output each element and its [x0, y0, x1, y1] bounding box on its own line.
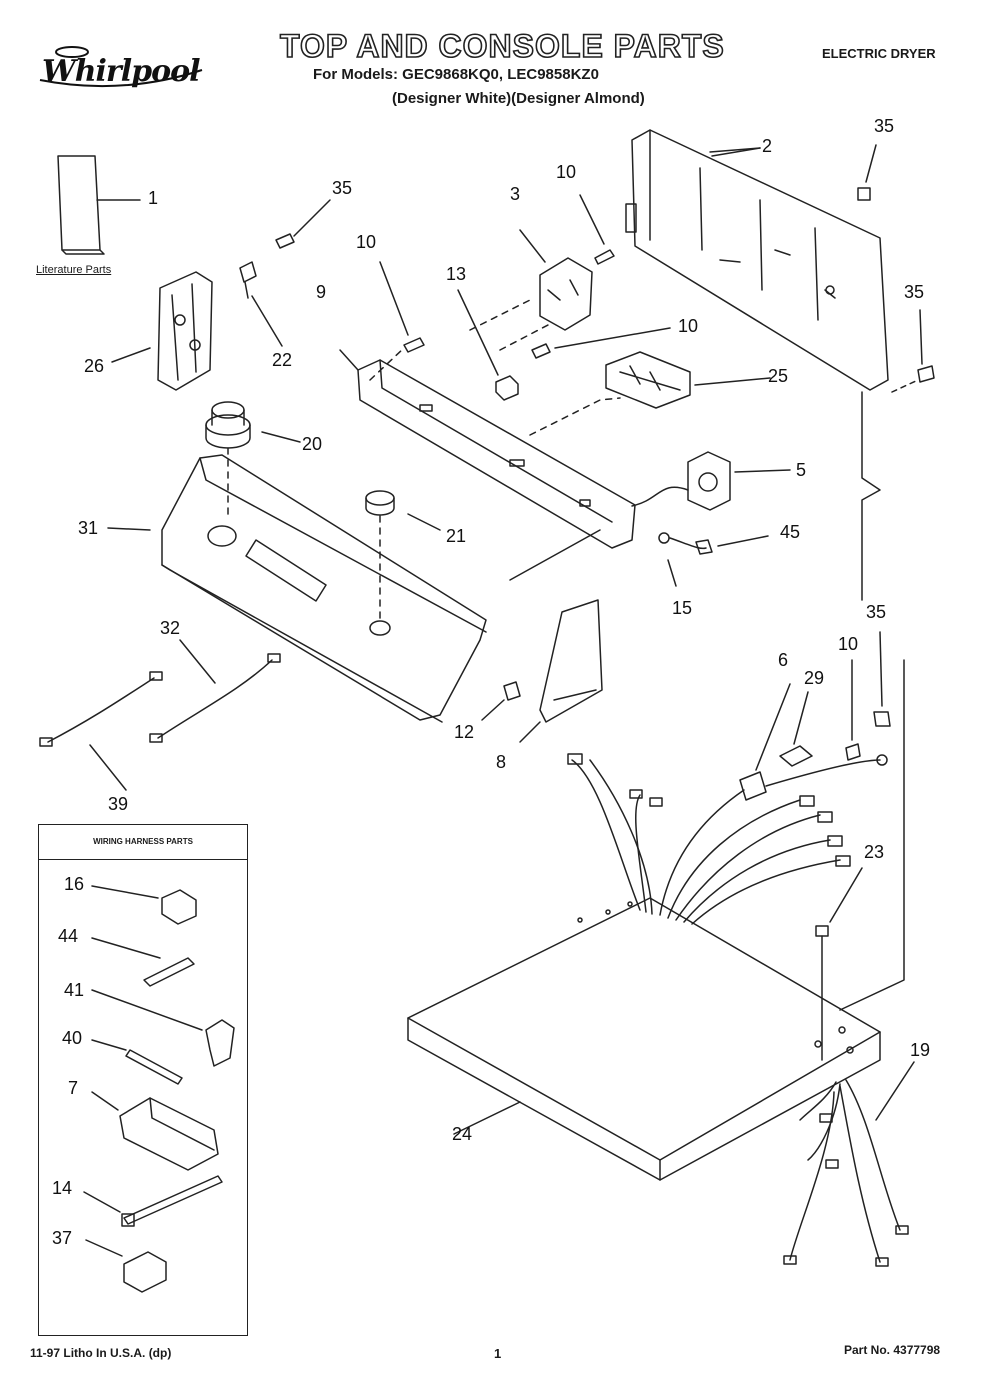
- part-26-end-bracket: [111, 271, 213, 391]
- harness-item-40-terminal: [91, 1039, 183, 1085]
- callout-22: 22: [272, 350, 293, 370]
- part-32-39-jumper-wires: [39, 639, 281, 791]
- footer-part-number: Part No. 4377798: [844, 1343, 941, 1357]
- part-19-lower-harness: [783, 1061, 915, 1267]
- screw-10-c: [531, 327, 671, 359]
- logo-swoosh-icon: [39, 46, 203, 88]
- footer-print-info: 11-97 Litho In U.S.A. (dp): [30, 1346, 172, 1360]
- harness-item-16-connector: [91, 885, 197, 925]
- screw-35-top-left: [275, 199, 331, 249]
- callout-29: 29: [804, 668, 825, 688]
- callout-40: 40: [62, 1028, 83, 1048]
- callout-5: 5: [796, 460, 807, 480]
- part-3-switch: [469, 229, 593, 351]
- callout-25: 25: [768, 366, 789, 386]
- callout-16: 16: [64, 874, 85, 894]
- harness-item-37-connector: [85, 1239, 167, 1293]
- part-20-control-knob: [205, 401, 301, 521]
- harness-item-44-connector: [91, 937, 195, 987]
- part-12-screw: [481, 681, 521, 721]
- callout-13: 13: [446, 264, 467, 284]
- callout-19: 19: [910, 1040, 931, 1060]
- callout-26: 26: [84, 356, 105, 376]
- callout-15: 15: [672, 598, 693, 618]
- part-21-small-knob: [365, 490, 441, 621]
- callout-9: 9: [316, 282, 327, 302]
- wiring-harness-box-title: WIRING HARNESS PARTS: [39, 825, 247, 860]
- callout-37: 37: [52, 1228, 73, 1248]
- part-13-push-to-start-button: [457, 289, 519, 401]
- callout-21: 21: [446, 526, 467, 546]
- callout-6: 6: [778, 650, 789, 670]
- document-type: ELECTRIC DRYER: [822, 46, 936, 61]
- callout-35-c: 35: [904, 282, 925, 302]
- callout-35-b: 35: [874, 116, 895, 136]
- callout-23: 23: [864, 842, 885, 862]
- part-22-screw: [239, 261, 283, 347]
- screw-35-right: [891, 309, 935, 393]
- callout-1: 1: [148, 188, 159, 208]
- part-6-wire-harness: [567, 659, 888, 925]
- callout-44: 44: [58, 926, 79, 946]
- brand-logo: Whirlpool: [32, 40, 207, 102]
- assembly-guide-line: [839, 391, 905, 1011]
- part-24-top-panel: [407, 897, 881, 1181]
- footer-page-number: 1: [494, 1346, 502, 1361]
- screw-10-b: [579, 194, 615, 265]
- callout-32: 32: [160, 618, 181, 638]
- callout-10-a: 10: [356, 232, 377, 252]
- callout-31: 31: [78, 518, 99, 538]
- page-title: TOP AND CONSOLE PARTS: [279, 27, 725, 65]
- brand-name: Whirlpool: [42, 54, 200, 89]
- models-line: For Models: GEC9868KQ0, LEC9858KZ0: [313, 66, 599, 83]
- callout-35-a: 35: [332, 178, 353, 198]
- colors-line: (Designer White)(Designer Almond): [392, 90, 645, 107]
- literature-parts-label: Literature Parts: [36, 264, 112, 276]
- callout-45: 45: [780, 522, 801, 542]
- screw-35-top-right: [857, 144, 877, 201]
- callout-35-d: 35: [866, 602, 887, 622]
- callout-20: 20: [302, 434, 323, 454]
- callout-3: 3: [510, 184, 521, 204]
- wiring-harness-parts-box: WIRING HARNESS PARTS: [38, 824, 248, 1336]
- part-2-console-back-panel: [625, 129, 889, 391]
- callout-12: 12: [454, 722, 475, 742]
- callout-2: 2: [762, 136, 773, 156]
- part-31-console-panel: [107, 454, 487, 723]
- part-9-console-bracket: [339, 349, 636, 581]
- part-25-switch-board: [529, 351, 771, 436]
- harness-item-14-wire-tie: [83, 1175, 223, 1227]
- harness-item-7-block: [91, 1091, 219, 1171]
- harness-item-41-connector: [91, 989, 235, 1067]
- part-1-literature-booklet: [57, 155, 141, 255]
- callout-14: 14: [52, 1178, 73, 1198]
- part-8-end-cap: [519, 599, 603, 743]
- part-45-wire-clip: [695, 535, 769, 555]
- callout-10-b: 10: [556, 162, 577, 182]
- callout-10-c: 10: [678, 316, 699, 336]
- callout-24: 24: [452, 1124, 473, 1144]
- screw-35-lower: [873, 631, 891, 727]
- part-5-selector: [631, 451, 791, 511]
- callout-10-d: 10: [838, 634, 859, 654]
- callout-8: 8: [496, 752, 507, 772]
- callout-39: 39: [108, 794, 129, 814]
- part-15-terminal: [658, 532, 707, 587]
- screw-10-a: [369, 261, 425, 381]
- callout-7: 7: [68, 1078, 79, 1098]
- callout-41: 41: [64, 980, 85, 1000]
